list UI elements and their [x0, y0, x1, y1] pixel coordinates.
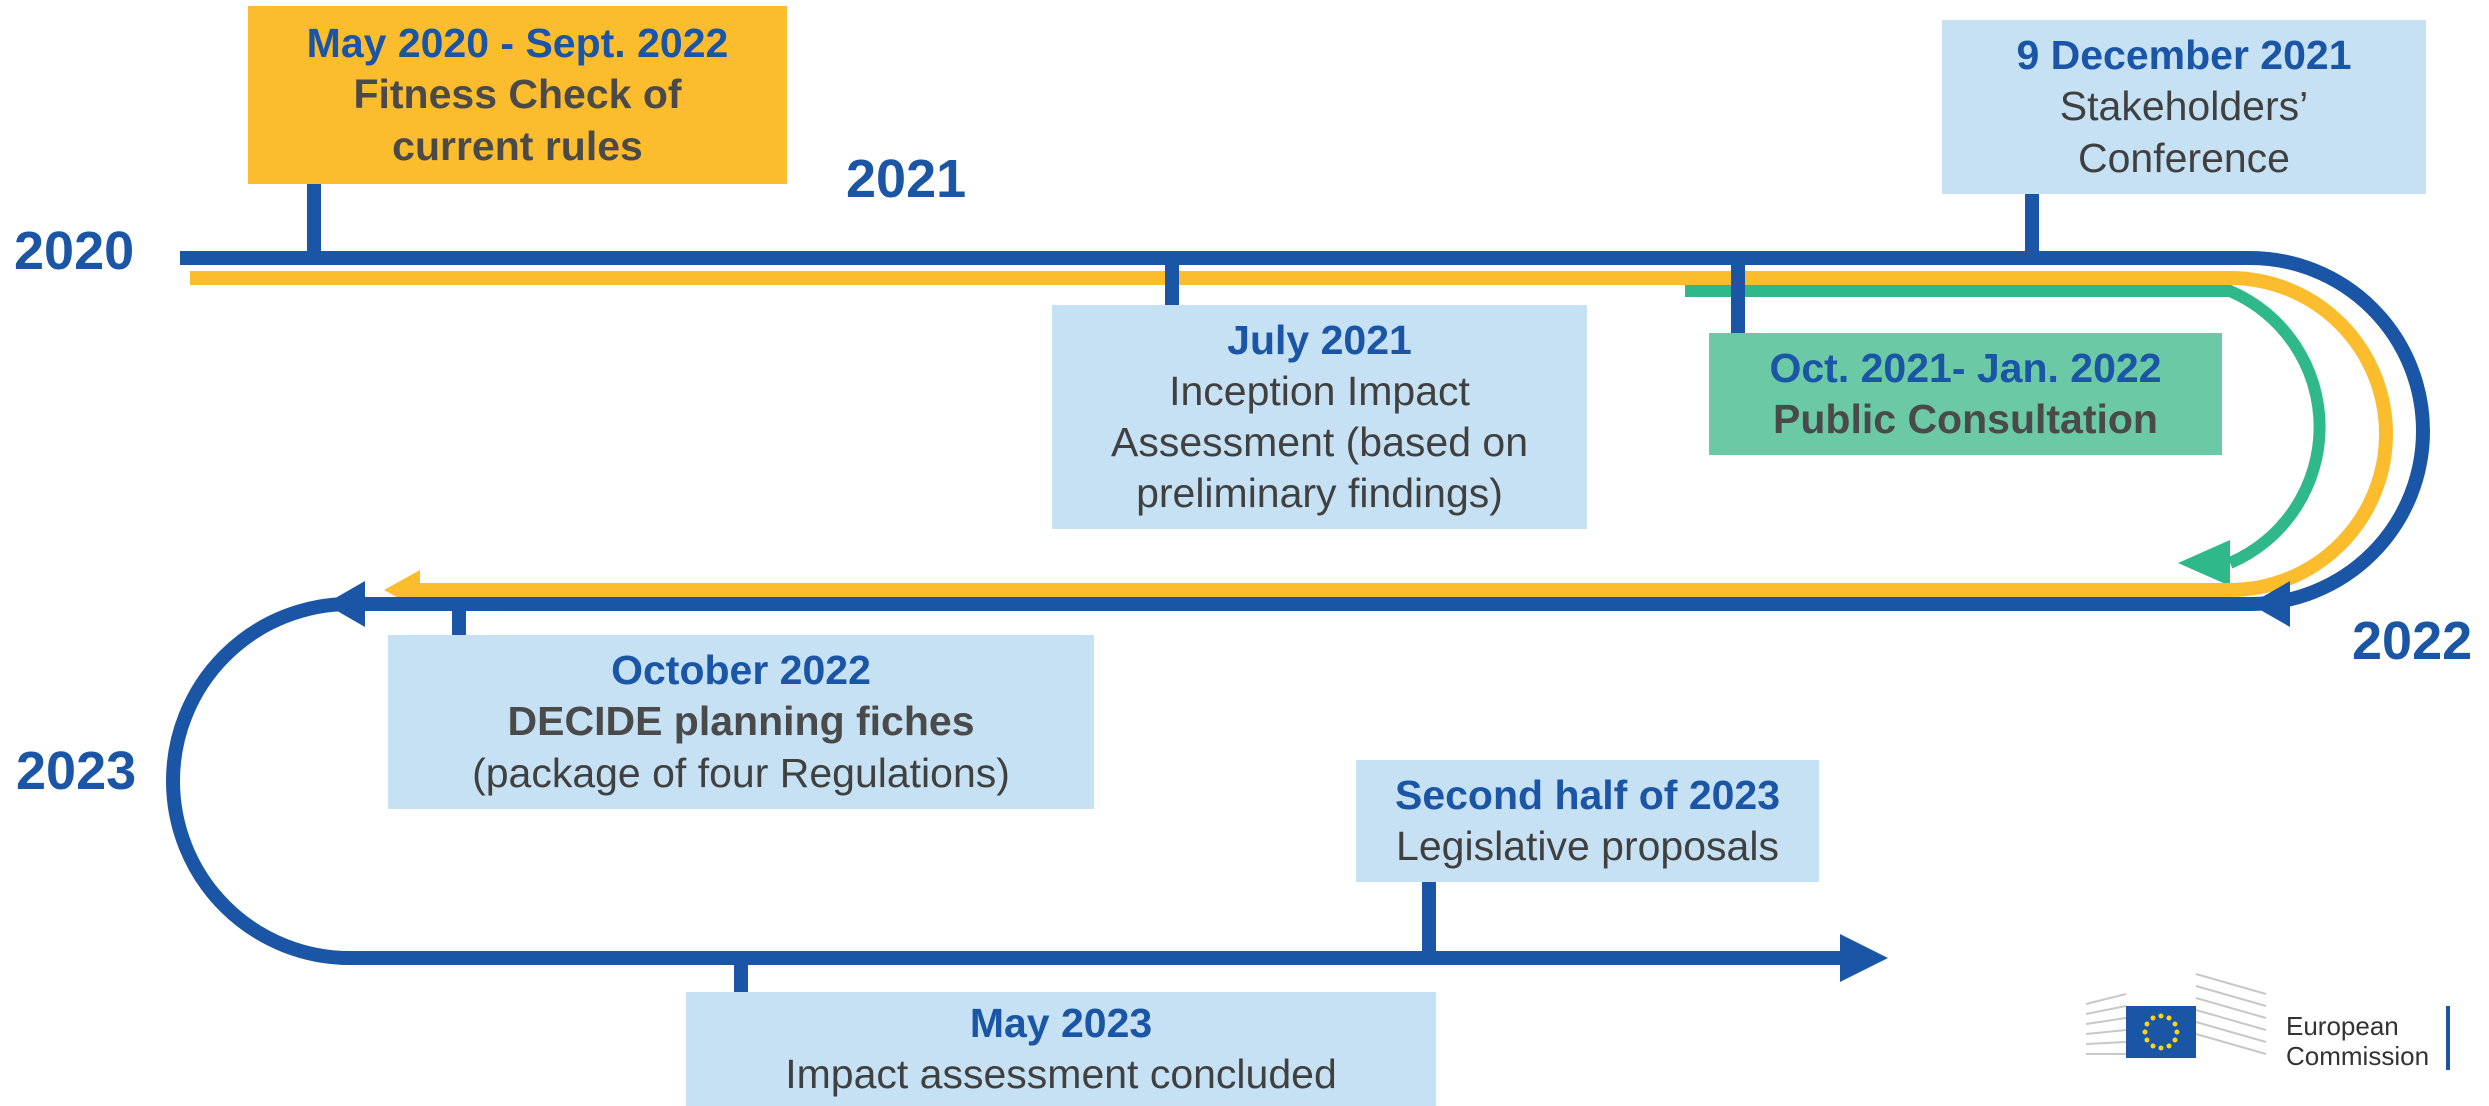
- consultation-title: Public Consultation: [1773, 396, 2158, 442]
- october-2022-line1: DECIDE planning fiches: [507, 698, 975, 745]
- july-2021-line1: Inception Impact: [1169, 367, 1470, 414]
- fitness-check-title-line2: current rules: [392, 122, 643, 169]
- july-2021-line3: preliminary findings): [1136, 470, 1503, 517]
- logo-line2: Commission: [2286, 1040, 2430, 1071]
- timeline-arrowhead-upper: [2250, 581, 2290, 627]
- july-2021-date: July 2021: [1227, 316, 1412, 363]
- consultation-box: Oct. 2021- Jan. 2022 Public Consultation: [1709, 333, 2222, 455]
- conference-line2: Conference: [2078, 134, 2290, 181]
- conference-line1: Stakeholders’: [2059, 83, 2309, 130]
- year-2021-label: 2021: [846, 149, 967, 209]
- october-2022-date: October 2022: [611, 647, 871, 694]
- conference-date: 9 December 2021: [2016, 32, 2352, 79]
- consultation-track: [1685, 285, 2326, 569]
- logo-wordmark: European Commission: [2286, 1011, 2430, 1072]
- logo-line1: European: [2286, 1011, 2399, 1041]
- conference-box: 9 December 2021 Stakeholders’ Conference: [1942, 20, 2426, 194]
- year-2022-label: 2022: [2352, 611, 2473, 671]
- july-2021-line2: Assessment (based on: [1110, 419, 1529, 465]
- second-half-2023-box: Second half of 2023 Legislative proposal…: [1356, 760, 1819, 882]
- fitness-check-box: May 2020 - Sept. 2022 Fitness Check of c…: [248, 6, 787, 184]
- july-2021-box: July 2021 Inception Impact Assessment (b…: [1052, 305, 1587, 529]
- timeline-arrowhead-end: [1840, 934, 1888, 982]
- timeline-arrowhead-left: [325, 581, 365, 627]
- second-half-2023-line1: Legislative proposals: [1396, 823, 1779, 869]
- may-2023-box: May 2023 Impact assessment concluded: [686, 992, 1436, 1106]
- fitness-check-date: May 2020 - Sept. 2022: [306, 20, 729, 67]
- fitness-track: [190, 271, 2393, 597]
- consultation-date: Oct. 2021- Jan. 2022: [1769, 344, 2162, 391]
- may-2023-line1: Impact assessment concluded: [785, 1051, 1337, 1097]
- second-half-2023-date: Second half of 2023: [1394, 771, 1781, 818]
- logo-divider: [2446, 1006, 2450, 1070]
- year-2020-label: 2020: [14, 221, 135, 281]
- european-commission-logo: [2086, 973, 2267, 1058]
- year-2023-label: 2023: [16, 741, 137, 801]
- consultation-arrowhead: [2178, 540, 2230, 586]
- may-2023-date: May 2023: [969, 999, 1153, 1046]
- fitness-check-title-line1: Fitness Check of: [353, 71, 682, 118]
- october-2022-box: October 2022 DECIDE planning fiches (pac…: [388, 635, 1094, 809]
- october-2022-line2: (package of four Regulations): [472, 749, 1010, 796]
